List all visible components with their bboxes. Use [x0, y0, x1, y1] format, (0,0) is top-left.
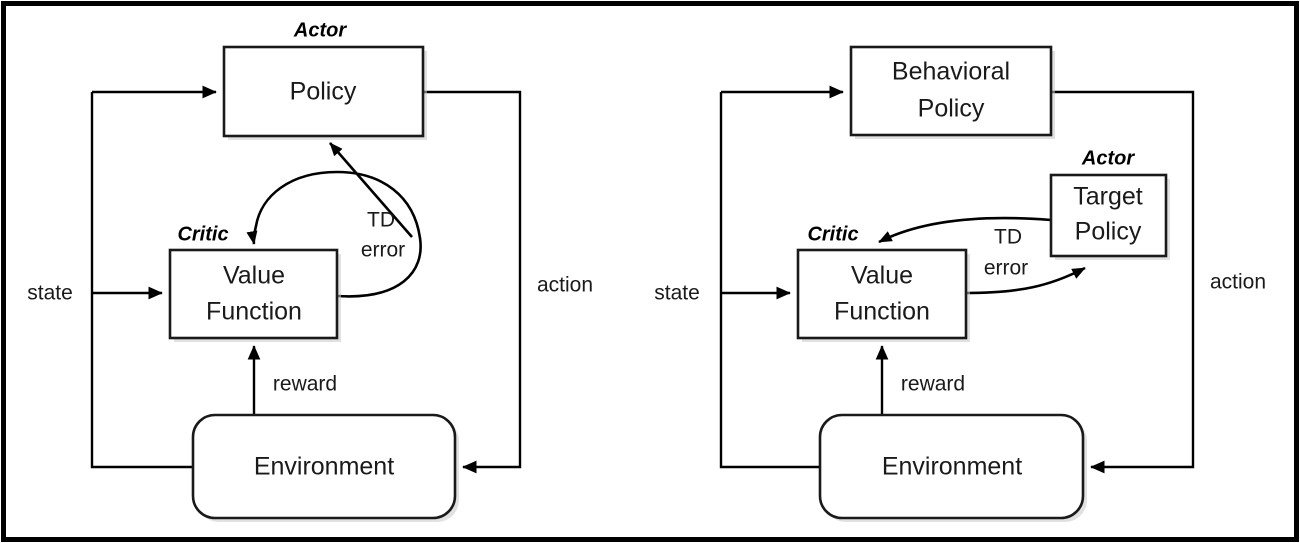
td-error-curve [246, 170, 422, 298]
environment-label-right: Environment [882, 453, 1022, 481]
action-loop-line-right [1051, 90, 1195, 474]
target-policy-to-value-function-curve [878, 216, 1052, 244]
value-function-box-right [796, 248, 968, 340]
td-error-label-line1: TD [367, 209, 395, 232]
action-loop-line [423, 90, 522, 474]
target-policy-box [1049, 173, 1168, 258]
reward-label-right: reward [901, 373, 965, 396]
behavioral-policy-label-line2: Policy [918, 95, 985, 123]
panel-off-policy-actor-critic: Behavioral Policy Target Policy Actor Va… [654, 45, 1266, 522]
reward-label: reward [273, 373, 337, 396]
value-function-label-line2: Function [206, 298, 302, 326]
value-function-label-line1-right: Value [851, 262, 913, 290]
actor-role-label: Actor [293, 19, 347, 41]
panel-on-policy-actor-critic: Policy Actor Value Function Critic Envir… [27, 19, 593, 522]
critic-role-label-right: Critic [807, 223, 858, 245]
critic-role-label: Critic [177, 223, 228, 245]
policy-label: Policy [290, 78, 357, 106]
td-error-label-line1-right: TD [994, 226, 1022, 249]
value-function-box [168, 248, 339, 340]
policy-box [222, 45, 425, 138]
td-error-to-target-policy-curve [965, 266, 1086, 295]
behavioral-policy-label-line1: Behavioral [892, 58, 1010, 86]
environment-box-right [818, 413, 1085, 520]
target-policy-label-line2: Policy [1075, 218, 1142, 246]
td-error-to-policy-arrow [329, 142, 413, 238]
td-error-label-line2-right: error [984, 257, 1028, 280]
action-label-right: action [1210, 271, 1266, 294]
td-error-label-line2: error [361, 239, 405, 262]
environment-label: Environment [254, 453, 394, 481]
behavioral-policy-box [849, 45, 1053, 137]
state-label-right: state [654, 282, 700, 305]
state-trunk-line [90, 92, 193, 469]
state-label: state [27, 282, 73, 305]
action-label: action [537, 274, 593, 297]
actor-role-label-right: Actor [1081, 147, 1135, 169]
target-policy-label-line1: Target [1073, 183, 1143, 211]
state-trunk-line-right [719, 92, 820, 469]
value-function-label-line2-right: Function [834, 298, 930, 326]
value-function-label-line1: Value [223, 262, 285, 290]
environment-box [191, 413, 457, 520]
